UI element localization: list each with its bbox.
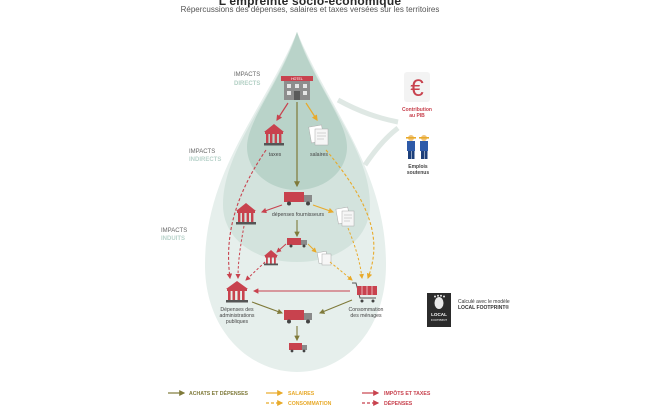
- page-subtitle: Répercussions des dépenses, salaires et …: [180, 5, 440, 14]
- svg-text:€: €: [410, 75, 424, 102]
- arrow-hotel-salaries: [305, 102, 318, 122]
- level-indirect-main: IMPACTS: [189, 149, 215, 155]
- arrow-suppliers-docs: [312, 204, 335, 214]
- hotel-sign: HOTEL: [291, 77, 303, 81]
- legend-consumption: CONSOMMATION: [288, 401, 332, 407]
- arrow-admin-truck: [251, 301, 284, 315]
- euro-icon: €: [404, 72, 430, 102]
- local-footprint-text-1: LOCAL: [431, 312, 447, 317]
- workers-icon: [406, 135, 429, 159]
- node-salaries-label: salaires: [310, 152, 328, 158]
- arrow-truck2-bank: [276, 243, 287, 253]
- level-indirect-sub: INDIRECTS: [189, 157, 221, 163]
- local-footprint-text-2: FOOTPRINT: [431, 318, 447, 322]
- node-admin-label-1: Dépenses des: [220, 307, 254, 313]
- level-induced-main: IMPACTS: [161, 228, 187, 234]
- level-direct-sub: DIRECTS: [234, 81, 260, 87]
- truck-icon-suppliers: [284, 192, 312, 206]
- document-icon-small: [316, 250, 332, 266]
- legend: ACHATS ET DÉPENSES SALAIRES CONSOMMATION…: [168, 389, 431, 407]
- model-label-1: Calculé avec le modèle: [458, 299, 510, 305]
- legend-salaries: SALAIRES: [288, 391, 315, 397]
- cart-icon-households: [352, 282, 377, 303]
- bank-icon-admin: [226, 281, 248, 303]
- level-induced-sub: INDUITS: [161, 236, 185, 242]
- bank-icon-indirect: [236, 203, 256, 225]
- truck-icon-induced: [284, 310, 312, 324]
- model-label-2: LOCAL FOOTPRINT®: [458, 304, 509, 311]
- side-connector-lower: [362, 126, 400, 167]
- gdp-label-1: Contribution: [402, 107, 432, 113]
- document-icon-salaries: [308, 124, 329, 146]
- node-households-label-1: Consommation: [349, 307, 384, 313]
- gdp-label-2: au PIB: [409, 113, 425, 119]
- legend-purchases: ACHATS ET DÉPENSES: [189, 389, 249, 397]
- side-connector-upper: [336, 97, 399, 125]
- truck-icon-final: [289, 343, 307, 353]
- bank-icon-small: [264, 250, 278, 266]
- arrow-households-truck: [318, 299, 353, 314]
- arrow-hotel-taxes: [276, 102, 289, 122]
- page-title: L'empreinte socio-économique: [218, 0, 402, 8]
- node-households-label-2: des ménages: [350, 313, 382, 319]
- arrow-truck2-docs: [307, 243, 317, 253]
- document-icon-indirect: [335, 206, 355, 227]
- arrow-suppliers-bank: [260, 204, 283, 214]
- bank-icon-taxes: [264, 124, 284, 146]
- local-footprint-logo: [427, 293, 451, 327]
- arrow-taxes-admin-outer: [226, 149, 267, 280]
- jobs-label-1: Emplois: [408, 164, 428, 170]
- node-admin-label-2: administrations: [220, 313, 255, 319]
- truck-icon-second: [287, 238, 307, 248]
- arrow-bank-admin: [235, 225, 245, 279]
- legend-taxes: IMPÔTS ET TAXES: [384, 389, 431, 397]
- arrow-smalldoc-households: [329, 261, 353, 281]
- node-admin-label-3: publiques: [226, 319, 249, 325]
- arrow-docs-households: [347, 227, 364, 279]
- node-suppliers-label: dépenses fournisseurs: [272, 212, 325, 218]
- level-direct-main: IMPACTS: [234, 72, 260, 78]
- node-taxes-label: taxes: [269, 152, 282, 158]
- hotel-icon: [281, 76, 313, 100]
- jobs-label-2: soutenus: [407, 170, 429, 176]
- legend-expenses: DÉPENSES: [384, 399, 413, 407]
